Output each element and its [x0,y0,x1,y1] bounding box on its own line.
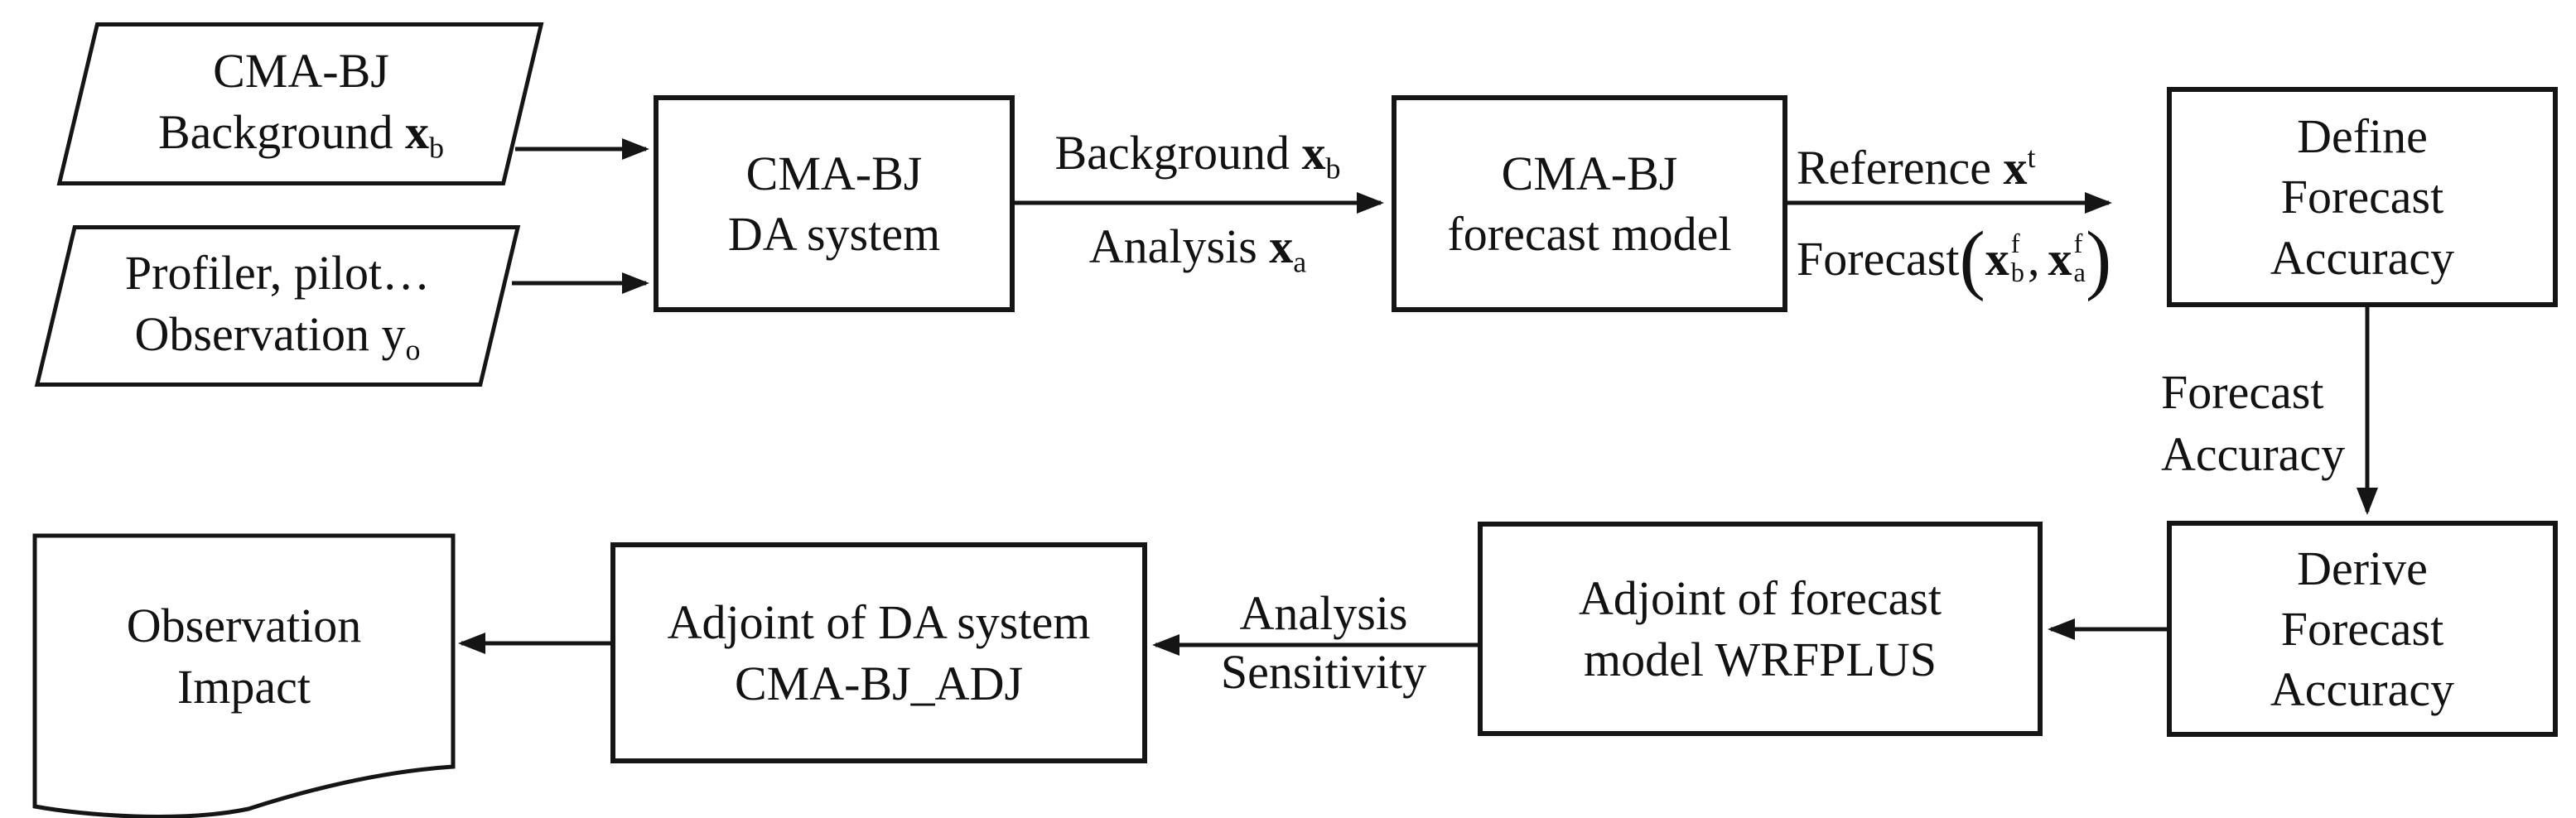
node-line: Adjoint of forecast [1578,571,1942,626]
node-line: DA system [727,207,941,261]
node-line: Profiler, pilot… [124,246,431,301]
node-line: Accuracy [2270,230,2455,285]
node-line: model WRFPLUS [1584,632,1937,686]
node-observation-impact-label: Observation Impact [35,565,453,748]
edge-label-analysis: Analysis xa [1088,219,1307,279]
node-define-forecast-accuracy: Define Forecast Accuracy [2167,87,2558,307]
node-adjoint-forecast-model: Adjoint of forecast model WRFPLUS [1478,522,2043,736]
document-shape [32,533,456,818]
edge-label-background: Background xb [1054,126,1341,185]
node-forecast-model: CMA-BJ forecast model [1392,95,1787,312]
node-line: CMA-BJ [213,44,389,99]
node-line: CMA-BJ [745,146,923,200]
node-da-system: CMA-BJ DA system [654,95,1015,312]
node-line: Adjoint of DA system [667,595,1091,650]
node-line: Forecast [2280,601,2444,656]
node-line: Accuracy [2270,662,2455,717]
node-cma-background-label: CMA-BJ Background xb [56,22,546,185]
node-line: Observation [126,599,362,653]
node-line: Impact [176,660,311,714]
node-derive-forecast-accuracy: Derive Forecast Accuracy [2167,521,2558,737]
node-line: CMA-BJ_ADJ [734,656,1024,710]
node-line: forecast model [1447,207,1732,261]
edge-label-forecast-accuracy: Forecast Accuracy [2161,365,2346,482]
node-line: Derive [2297,541,2428,595]
node-line: Background xb [158,104,444,165]
node-line: Define [2297,109,2428,164]
node-line: CMA-BJ [1501,146,1678,200]
node-observation-input-label: Profiler, pilot… Observation yo [33,225,522,387]
edge-label-reference: Reference xt [1797,141,2036,195]
edge-label-analysis-sensitivity: Analysis Sensitivity [1220,586,1427,699]
node-adjoint-da-system: Adjoint of DA system CMA-BJ_ADJ [610,542,1147,763]
node-line: Forecast [2280,170,2444,224]
node-line: Observation yo [134,306,421,367]
